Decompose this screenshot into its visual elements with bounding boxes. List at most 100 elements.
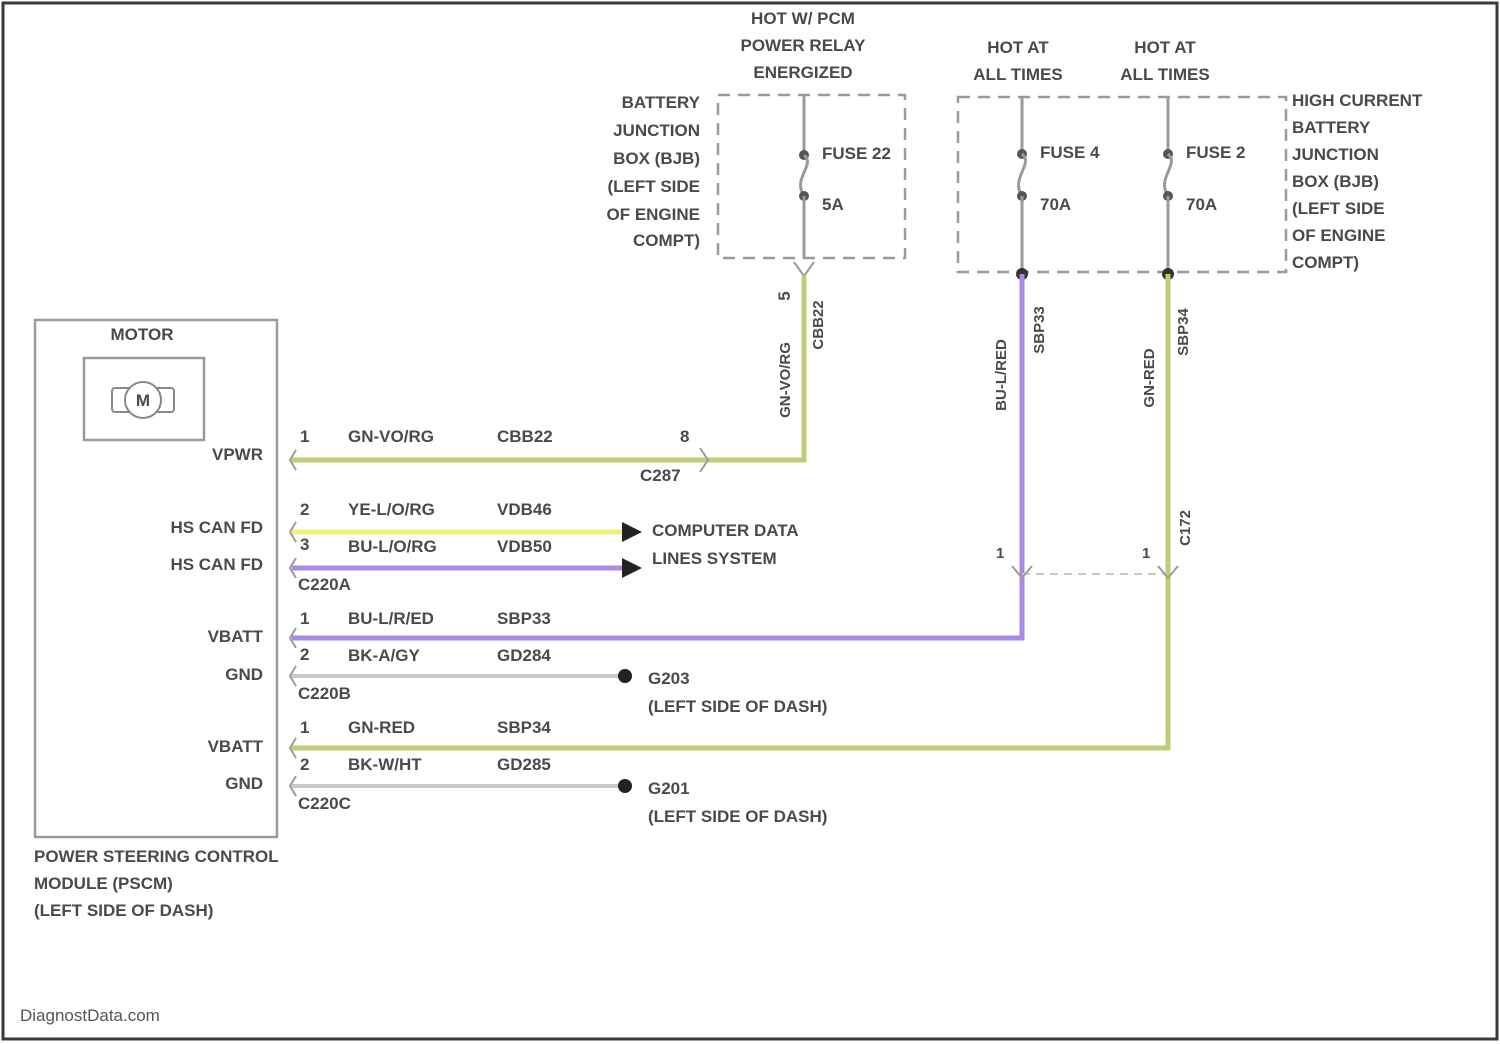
pin-label-vbatt-2: VBATT — [208, 737, 264, 756]
bjb-label-line-6: COMPT) — [633, 231, 700, 250]
wire-can-hi-arrow-icon — [622, 522, 642, 542]
fuse22-rating: 5A — [822, 195, 844, 214]
power-title-line-3: ENERGIZED — [753, 63, 852, 82]
high-current-bjb: HOT AT ALL TIMES HOT AT ALL TIMES FUSE 4… — [958, 38, 1423, 280]
pscm-module: MOTOR M VPWR HS CAN FD HS CAN FD VBATT G… — [34, 320, 279, 920]
wire-vpwr-circuit: CBB22 — [497, 427, 553, 446]
wire-gnd-2-color: BK-W/HT — [348, 755, 422, 774]
hcbjb-label-line-5: (LEFT SIDE — [1292, 199, 1385, 218]
c172-connector: 1 1 C172 — [996, 510, 1194, 578]
bjb-label-line-1: BATTERY — [622, 93, 701, 112]
bjb-label-line-3: BOX (BJB) — [613, 149, 700, 168]
fuse2-symbol — [1165, 154, 1172, 196]
ground-g203-location: (LEFT SIDE OF DASH) — [648, 697, 827, 716]
motor-symbol: M — [136, 391, 150, 410]
wire-vpwr: 1 GN-VO/RG CBB22 8 C287 — [290, 276, 804, 485]
wire-vbatt-2-circuit: SBP34 — [497, 718, 551, 737]
pin-label-vbatt-1: VBATT — [208, 627, 264, 646]
ground-g201-icon — [618, 779, 632, 793]
fuse2-title-line-1: HOT AT — [1134, 38, 1196, 57]
wire-vpwr-pin: 1 — [300, 427, 309, 446]
riser-circuit: CBB22 — [810, 300, 827, 349]
bjb-label-line-2: JUNCTION — [613, 121, 700, 140]
hcbjb-label-line-1: HIGH CURRENT — [1292, 91, 1423, 110]
fuse2-rating: 70A — [1186, 195, 1217, 214]
wire-can-lo-color: BU-L/O/RG — [348, 537, 437, 556]
ground-g201-id: G201 — [648, 779, 690, 798]
hcbjb-dashed-box — [958, 97, 1286, 272]
fuse2-riser-circuit: SBP34 — [1175, 308, 1192, 356]
wire-gnd-1: 2 BK-A/GY GD284 C220B G203 (LEFT SIDE OF… — [290, 645, 827, 716]
watermark: DiagnostData.com — [20, 1006, 160, 1025]
hcbjb-label-line-2: BATTERY — [1292, 118, 1371, 137]
pin-label-hs-can-lo: HS CAN FD — [170, 555, 263, 574]
c172-pin-left: 1 — [996, 545, 1004, 562]
wire-vbatt-1-pin: 1 — [300, 609, 309, 628]
wire-can-hi-color: YE-L/O/RG — [348, 500, 435, 519]
ground-g203-id: G203 — [648, 669, 690, 688]
wire-gnd-2: 2 BK-W/HT GD285 C220C G201 (LEFT SIDE OF… — [290, 755, 827, 826]
fuse4-riser-circuit: SBP33 — [1031, 306, 1048, 354]
wire-can-lo-pin: 3 — [300, 535, 309, 554]
fuse2-name: FUSE 2 — [1186, 143, 1246, 162]
fuse4-riser-color: BU-L/RED — [993, 339, 1010, 411]
bjb-label-line-4: (LEFT SIDE — [607, 177, 700, 196]
fuse4-title-line-1: HOT AT — [987, 38, 1049, 57]
bjb-dashed-box — [718, 95, 905, 258]
c220b-label: C220B — [298, 684, 351, 703]
wire-vpwr-color: GN-VO/RG — [348, 427, 434, 446]
c172-label: C172 — [1177, 510, 1194, 546]
fuse22-symbol — [801, 155, 808, 196]
wire-can-hi: 2 YE-L/O/RG VDB46 — [290, 500, 642, 542]
wire-can-lo: 3 BU-L/O/RG VDB50 C220A — [290, 535, 642, 594]
hcbjb-label-line-3: JUNCTION — [1292, 145, 1379, 164]
motor-icon: M — [112, 382, 174, 418]
wire-gnd-1-circuit: GD284 — [497, 646, 551, 665]
pin-label-gnd-1: GND — [225, 665, 263, 684]
data-lines-label-1: COMPUTER DATA — [652, 521, 799, 540]
fuse2-title-line-2: ALL TIMES — [1120, 65, 1209, 84]
power-title-line-2: POWER RELAY — [740, 36, 866, 55]
wire-gnd-2-pin: 2 — [300, 755, 309, 774]
pscm-label-line-2: MODULE (PSCM) — [34, 874, 173, 893]
ground-g201-location: (LEFT SIDE OF DASH) — [648, 807, 827, 826]
data-lines-label-2: LINES SYSTEM — [652, 549, 777, 568]
ground-g203-icon — [618, 669, 632, 683]
fuse22-name: FUSE 22 — [822, 144, 891, 163]
fuse2-riser-color: GN-RED — [1141, 348, 1158, 407]
wire-can-lo-arrow-icon — [622, 558, 642, 578]
riser-color: GN-VO/RG — [777, 342, 794, 418]
wire-gnd-1-color: BK-A/GY — [348, 646, 420, 665]
pin-label-vpwr: VPWR — [212, 445, 263, 464]
fuse4-symbol — [1019, 154, 1026, 196]
wire-gnd-1-pin: 2 — [300, 645, 309, 664]
power-title-line-1: HOT W/ PCM — [751, 9, 855, 28]
pin-label-hs-can-hi: HS CAN FD — [170, 518, 263, 537]
wire-vbatt-1-path — [292, 274, 1022, 638]
bjb-connector-mark — [794, 262, 814, 276]
wire-gnd-2-circuit: GD285 — [497, 755, 551, 774]
hcbjb-label-line-6: OF ENGINE — [1292, 226, 1386, 245]
fuse4-name: FUSE 4 — [1040, 143, 1100, 162]
wire-can-lo-circuit: VDB50 — [497, 537, 552, 556]
pin-label-gnd-2: GND — [225, 774, 263, 793]
bjb-label-line-5: OF ENGINE — [606, 205, 700, 224]
wire-vpwr-far-pin: 8 — [680, 427, 689, 446]
wire-vbatt-1-color: BU-L/R/ED — [348, 609, 434, 628]
wire-vbatt-2-color: GN-RED — [348, 718, 415, 737]
c220c-label: C220C — [298, 794, 351, 813]
pscm-label-line-1: POWER STEERING CONTROL — [34, 847, 279, 866]
c220a-label: C220A — [298, 575, 351, 594]
hcbjb-label-line-4: BOX (BJB) — [1292, 172, 1379, 191]
c172-pin-right: 1 — [1142, 545, 1150, 562]
motor-label: MOTOR — [111, 325, 174, 344]
fuse4-rating: 70A — [1040, 195, 1071, 214]
battery-junction-box: HOT W/ PCM POWER RELAY ENERGIZED BATTERY… — [606, 9, 905, 276]
wire-can-hi-pin: 2 — [300, 500, 309, 519]
fuse4-title-line-2: ALL TIMES — [973, 65, 1062, 84]
pscm-label-line-3: (LEFT SIDE OF DASH) — [34, 901, 213, 920]
c287-label: C287 — [640, 466, 681, 485]
hcbjb-label-line-7: COMPT) — [1292, 253, 1359, 272]
wire-vbatt-1-circuit: SBP33 — [497, 609, 551, 628]
